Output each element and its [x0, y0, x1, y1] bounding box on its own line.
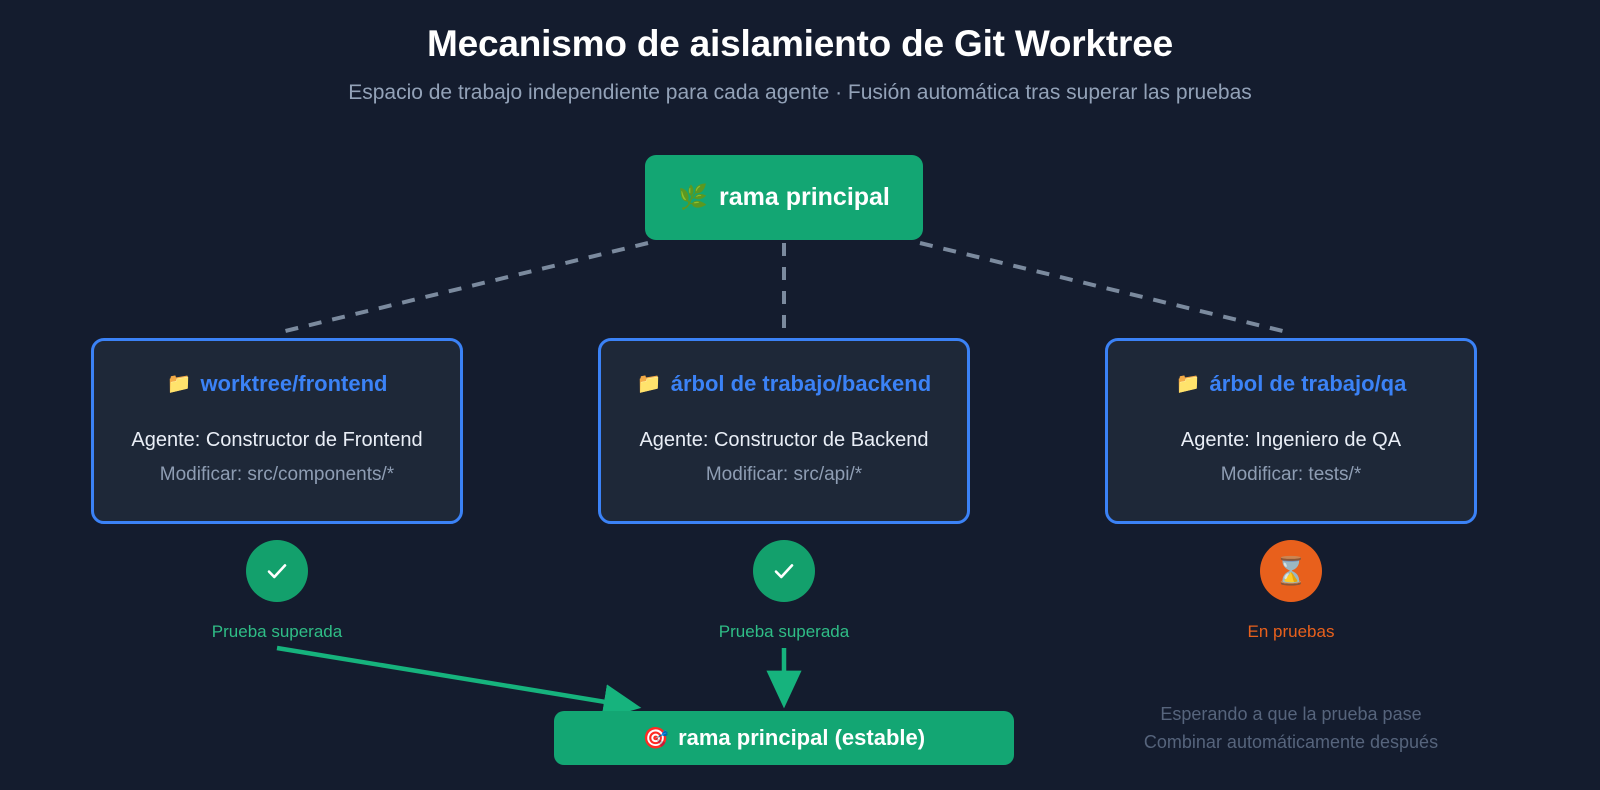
status-circle: ⌛ [1260, 540, 1322, 602]
main-branch-label: rama principal [718, 183, 890, 211]
status-badge-frontend: Prueba superada [167, 540, 387, 642]
status-label: Prueba superada [211, 622, 343, 641]
waiting-note-line1: Esperando a que la prueba pase [1160, 704, 1422, 724]
status-badge-qa: ⌛ En pruebas [1181, 540, 1401, 642]
status-badge-backend: Prueba superada [674, 540, 894, 642]
status-label: Prueba superada [718, 622, 850, 641]
page-subtitle: Espacio de trabajo independiente para ca… [348, 80, 1252, 104]
dart-target-icon: 🎯 [642, 726, 670, 750]
connector-main-to-frontend [276, 241, 649, 335]
check-icon [267, 564, 287, 579]
worktree-path-label: árbol de trabajo/qa [1209, 371, 1407, 396]
page-title: Mecanismo de aislamiento de Git Worktree [427, 23, 1173, 64]
hourglass-icon: ⌛ [1274, 555, 1308, 586]
worktree-path-label: árbol de trabajo/backend [670, 371, 932, 396]
connector-main-to-qa [919, 241, 1292, 335]
herb-branch-icon: 🌿 [678, 183, 708, 211]
waiting-note: Esperando a que la prueba pase Combinar … [1091, 701, 1491, 757]
stable-branch-label: rama principal (estable) [678, 725, 926, 750]
worktree-card-backend[interactable]: 📁 árbol de trabajo/backend Agente: Const… [598, 338, 970, 524]
worktree-agent-label: Agente: Ingeniero de QA [1180, 429, 1402, 452]
worktree-card-title: 📁 worktree/frontend [167, 371, 388, 396]
check-icon [774, 564, 794, 579]
folder-icon: 📁 [166, 372, 192, 395]
diagram-header: Mecanismo de aislamiento de Git Worktree… [0, 22, 1600, 105]
worktree-agent-label: Agente: Constructor de Backend [639, 429, 929, 452]
worktree-modify-label: Modificar: src/components/* [159, 464, 395, 486]
merge-arrow-frontend [276, 645, 642, 720]
worktree-modify-label: Modificar: src/api/* [705, 464, 863, 486]
main-branch-node[interactable]: 🌿 rama principal [645, 155, 923, 240]
folder-icon: 📁 [636, 372, 662, 395]
status-label: En pruebas [1247, 622, 1335, 641]
worktree-card-title: 📁 árbol de trabajo/qa [1176, 371, 1407, 396]
folder-icon: 📁 [1175, 372, 1201, 395]
worktree-agent-label: Agente: Constructor de Frontend [131, 429, 423, 452]
status-circle [246, 540, 308, 602]
worktree-card-title: 📁 árbol de trabajo/backend [637, 371, 931, 396]
worktree-path-label: worktree/frontend [200, 371, 388, 396]
worktree-modify-label: Modificar: tests/* [1220, 464, 1362, 486]
status-circle [753, 540, 815, 602]
stable-branch-node[interactable]: 🎯 rama principal (estable) [554, 711, 1014, 765]
worktree-card-qa[interactable]: 📁 árbol de trabajo/qa Agente: Ingeniero … [1105, 338, 1477, 524]
worktree-card-frontend[interactable]: 📁 worktree/frontend Agente: Constructor … [91, 338, 463, 524]
waiting-note-line2: Combinar automáticamente después [1143, 731, 1439, 752]
